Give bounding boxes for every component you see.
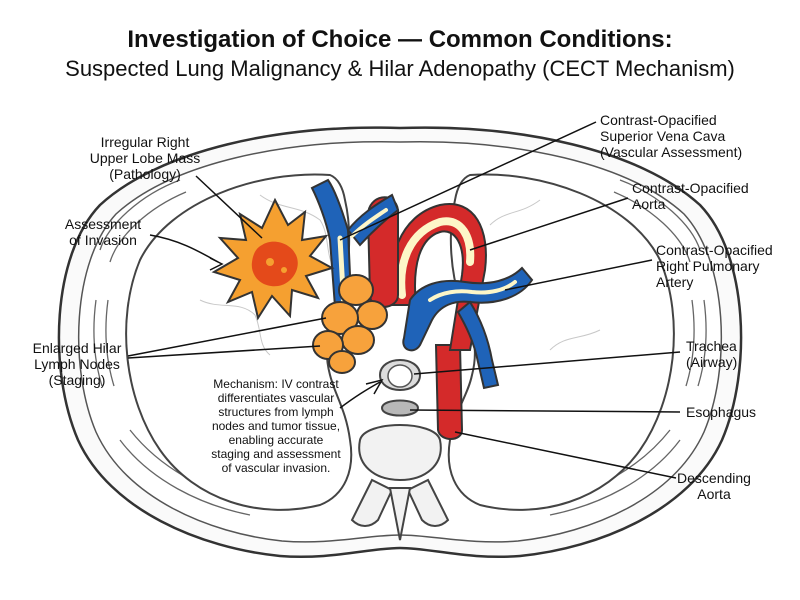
label-esophagus: Esophagus — [686, 404, 757, 420]
label-right-pulmonary-artery: Contrast-Opacified Right Pulmonary Arter… — [656, 242, 773, 290]
descending-aorta-shape — [434, 344, 464, 440]
label-lung-mass: Irregular Right Upper Lobe Mass (Patholo… — [89, 134, 201, 182]
vertebra — [350, 424, 450, 541]
diagram-subtitle: Suspected Lung Malignancy & Hilar Adenop… — [65, 56, 735, 81]
esophagus-shape — [380, 399, 420, 417]
label-svc: Contrast-Opacified Superior Vena Cava (V… — [600, 112, 743, 160]
pulmonary-artery-shape — [402, 266, 534, 390]
label-assessment-of-invasion: Assessment of Invasion — [64, 216, 142, 248]
hilar-lymph-nodes — [312, 274, 388, 374]
label-aorta: Contrast-Opacified Aorta — [632, 180, 749, 212]
label-hilar-lymph-nodes: Enlarged Hilar Lymph Nodes (Staging) — [32, 340, 122, 388]
leader-lines — [127, 121, 681, 479]
label-trachea: Trachea (Airway) — [686, 338, 738, 370]
trachea-shape — [378, 359, 422, 391]
label-descending-aorta: Descending Aorta — [677, 470, 751, 502]
diagram-title: Investigation of Choice — Common Conditi… — [127, 26, 673, 53]
lung-mass — [211, 197, 335, 321]
aortic-arch-contrast — [397, 217, 475, 299]
mechanism-note: Mechanism: IV contrast differentiates va… — [211, 377, 341, 475]
